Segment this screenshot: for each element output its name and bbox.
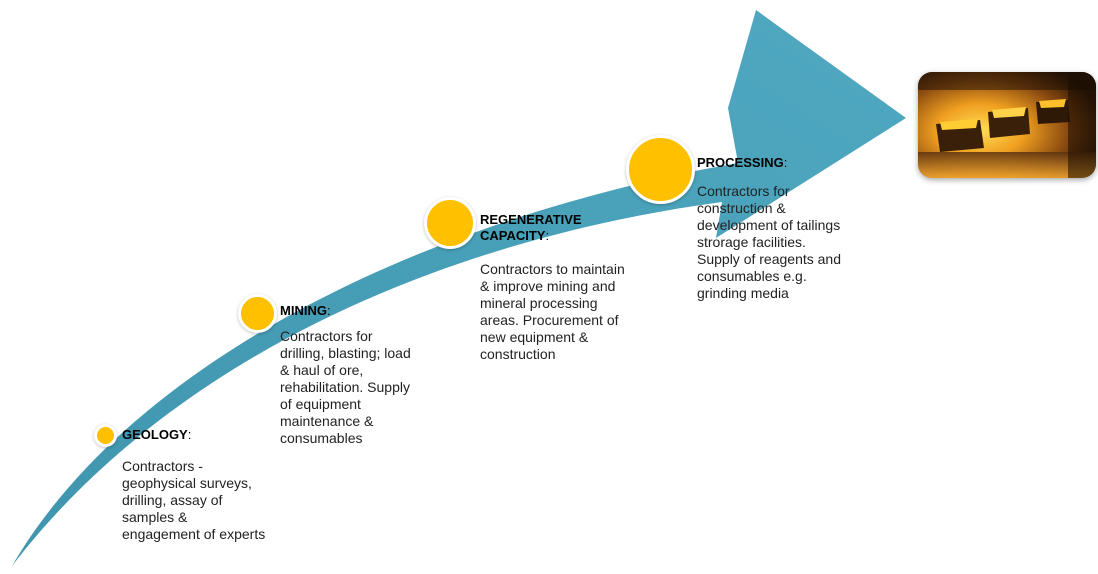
mining-title: MINING:: [280, 303, 331, 318]
regenerative-capacity-description: Contractors to maintain & improve mining…: [480, 261, 625, 362]
processing-description: Contractors for construction & developme…: [697, 183, 841, 301]
geology-title: GEOLOGY:: [122, 427, 192, 442]
mining-description: Contractors for drilling, blasting; load…: [280, 328, 411, 446]
geology-node: [94, 424, 117, 447]
molten-metal-processing-photo: [918, 72, 1096, 178]
processing-node: [626, 135, 695, 204]
geology-description: Contractors - geophysical surveys, drill…: [122, 458, 266, 542]
processing-title: PROCESSING:: [697, 155, 788, 170]
curved-arrow: [12, 10, 906, 566]
mining-node: [238, 294, 277, 333]
regenerative-capacity-node: [424, 197, 476, 249]
